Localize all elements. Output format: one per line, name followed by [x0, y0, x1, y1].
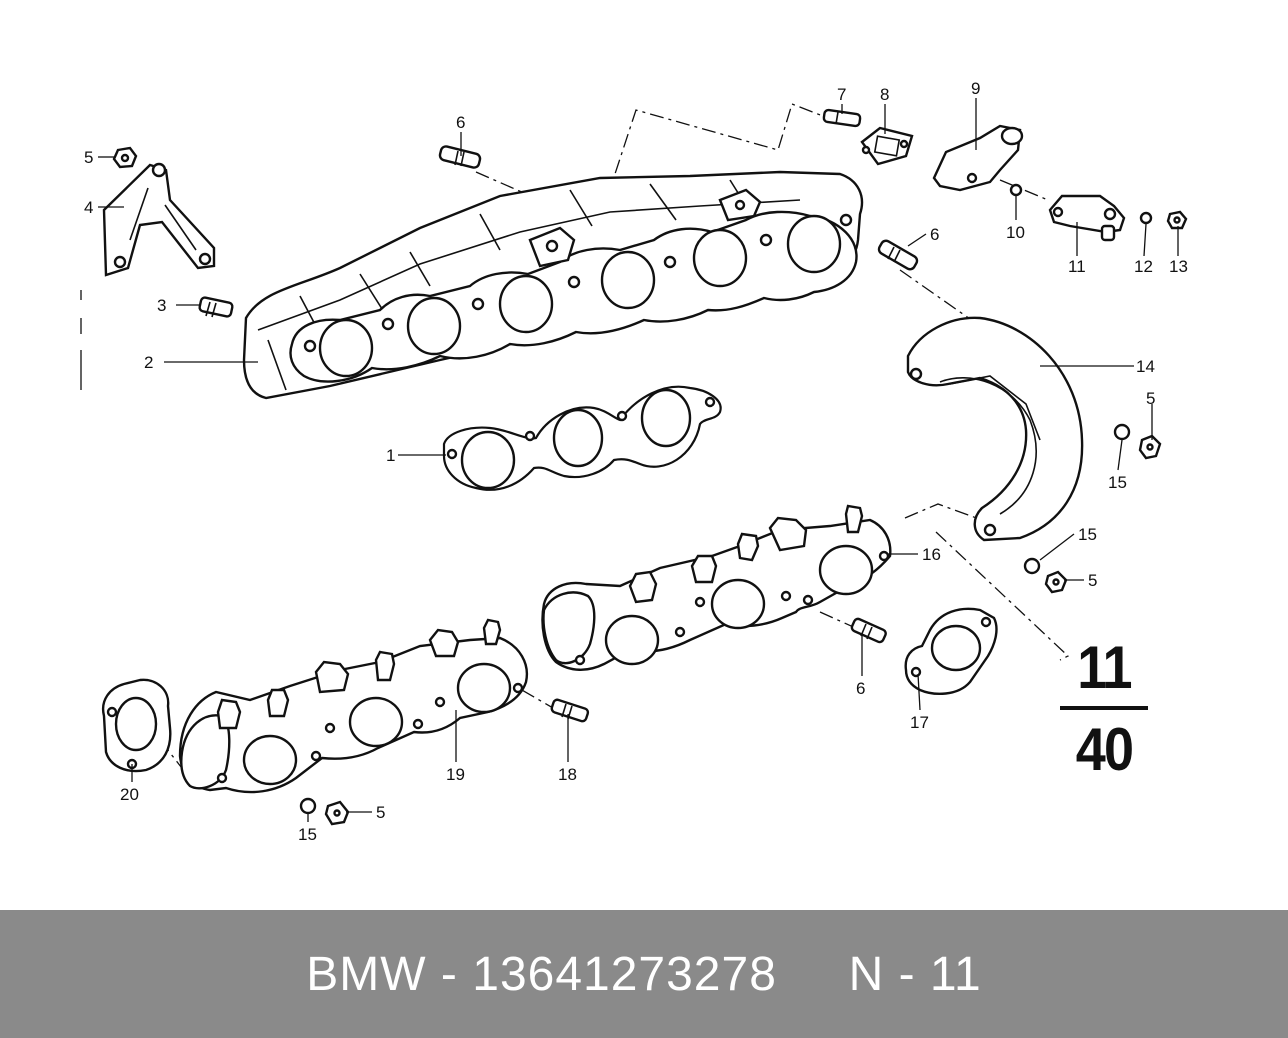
parts-diagram: 5 4 3 2 1 6 7 8 9 10 11 12 13 6 14 5 15 … [80, 79, 1188, 844]
nut-part-5-bottom [324, 800, 350, 826]
leader-lines [98, 98, 1179, 822]
washer-part-10 [1009, 183, 1023, 197]
callout-labels: 5 4 3 2 1 6 7 8 9 10 11 12 13 6 14 5 15 … [84, 79, 1188, 844]
bracket-part-4 [102, 162, 216, 277]
callout-5-bottom: 5 [376, 803, 385, 822]
part-number-caption: BMW - 13641273278 N - 11 [306, 947, 982, 1001]
callout-14: 14 [1136, 357, 1155, 376]
washer-part-15-lower [1023, 557, 1041, 575]
callout-10: 10 [1006, 223, 1025, 242]
callout-15-lower: 15 [1078, 525, 1097, 544]
callout-18: 18 [558, 765, 577, 784]
group-number: 11 40 [1056, 636, 1152, 782]
callout-1: 1 [386, 446, 395, 465]
gasket-part-8 [860, 126, 914, 166]
callout-5-right: 5 [1146, 389, 1155, 408]
sensor-part-11 [1048, 194, 1126, 242]
callout-20: 20 [120, 785, 139, 804]
callout-12: 12 [1134, 257, 1153, 276]
callout-16: 16 [922, 545, 941, 564]
nut-part-5-right [1138, 434, 1162, 460]
callout-9: 9 [971, 79, 980, 98]
callout-8: 8 [880, 85, 889, 104]
stud-part-6-top [438, 145, 919, 271]
callout-15-bottom: 15 [298, 825, 317, 844]
footer-bar: BMW - 13641273278 N - 11 [0, 910, 1288, 1038]
gasket-part-1 [442, 385, 722, 491]
stud-part-6-lower [850, 617, 887, 644]
washer-part-12 [1139, 211, 1153, 225]
gasket-part-20 [101, 678, 172, 773]
callout-5-lower: 5 [1088, 571, 1097, 590]
nut-part-5-lower [1044, 570, 1068, 594]
gasket-part-17 [904, 607, 998, 695]
nut-part-5 [112, 146, 138, 169]
heat-shield-part-14 [906, 316, 1084, 542]
callout-6-right: 6 [930, 225, 939, 244]
stud-part-7 [822, 108, 862, 128]
callout-4: 4 [84, 198, 93, 217]
callout-11: 11 [1068, 257, 1086, 276]
nut-part-13 [1166, 210, 1188, 230]
callout-6-lower: 6 [856, 679, 865, 698]
callout-2: 2 [144, 353, 153, 372]
stud-part-18 [550, 698, 590, 723]
callout-5: 5 [84, 148, 93, 167]
exhaust-manifold-part-16 [541, 504, 892, 671]
callout-17: 17 [910, 713, 929, 732]
exhaust-manifold-part-19 [178, 618, 529, 794]
group-number-bottom: 40 [1075, 716, 1134, 783]
callout-7: 7 [837, 85, 846, 104]
intake-manifold-part-2 [242, 170, 864, 400]
callout-15-right: 15 [1108, 473, 1127, 492]
stud-part-3 [198, 296, 234, 318]
exploded-view-drawing: 5 4 3 2 1 6 7 8 9 10 11 12 13 6 14 5 15 … [80, 79, 1188, 844]
callout-13: 13 [1169, 257, 1188, 276]
washer-part-15-right [1113, 423, 1131, 441]
callout-19: 19 [446, 765, 465, 784]
fitting-part-9 [932, 124, 1024, 192]
washer-part-15-bottom [299, 797, 317, 815]
group-number-rule [1060, 706, 1148, 710]
callout-3: 3 [157, 296, 166, 315]
callout-6-top: 6 [456, 113, 465, 132]
group-number-top: 11 [1077, 634, 1132, 701]
